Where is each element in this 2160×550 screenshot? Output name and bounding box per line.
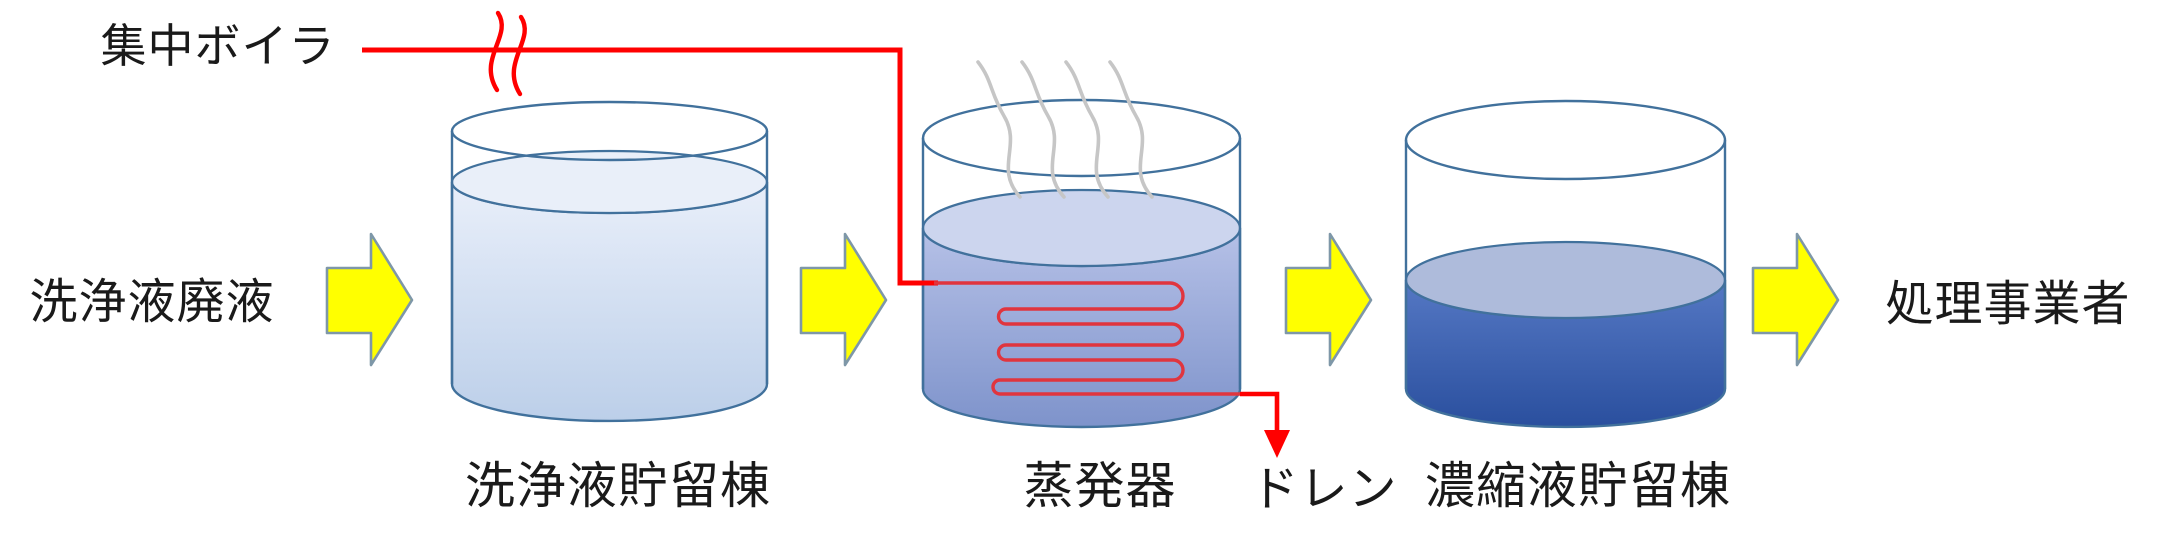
tank-wash-liquid-storage bbox=[450, 100, 769, 423]
drain-line bbox=[1240, 391, 1280, 432]
boiler-pipe-line bbox=[362, 47, 938, 286]
steam-wisp-2 bbox=[1020, 60, 1066, 199]
steam-wisp-1 bbox=[976, 60, 1022, 199]
tank-evaporator bbox=[921, 60, 1242, 429]
steam-icon bbox=[976, 60, 1154, 199]
drain-arrowhead-icon bbox=[1264, 430, 1290, 458]
tank1-rim bbox=[450, 100, 769, 162]
influent-label: 洗浄液廃液 bbox=[29, 276, 274, 329]
steam-wisp-4 bbox=[1108, 60, 1154, 199]
boiler-label: 集中ボイラ bbox=[101, 20, 336, 72]
flow-arrows bbox=[325, 232, 1840, 367]
flow-arrow-2-icon bbox=[799, 232, 888, 367]
boiler-pipe bbox=[362, 10, 1290, 458]
tank3-label: 濃縮液貯留棟 bbox=[1425, 458, 1731, 514]
tank-concentrate-storage bbox=[1404, 99, 1727, 429]
drain-label: ドレン bbox=[1250, 463, 1397, 516]
tank2-rim bbox=[921, 98, 1242, 178]
tank1-liquid-body bbox=[450, 181, 769, 423]
flow-arrow-1-icon bbox=[325, 232, 414, 367]
pipe-break-squiggle-left bbox=[488, 10, 504, 93]
flow-arrow-3-icon bbox=[1284, 232, 1373, 367]
evaporator-label: 蒸発器 bbox=[1024, 458, 1177, 514]
tank3-rim bbox=[1404, 99, 1727, 181]
tank3-liquid-surface bbox=[1404, 240, 1727, 320]
tank2-liquid-surface bbox=[921, 188, 1242, 268]
contractor-label: 処理事業者 bbox=[1885, 278, 2130, 331]
heating-coil bbox=[934, 281, 1240, 396]
pipe-break-squiggle-right bbox=[511, 14, 527, 97]
steam-wisp-3 bbox=[1064, 60, 1110, 199]
tank1-label: 洗浄液貯留棟 bbox=[465, 458, 771, 514]
flow-arrow-4-icon bbox=[1751, 232, 1840, 367]
